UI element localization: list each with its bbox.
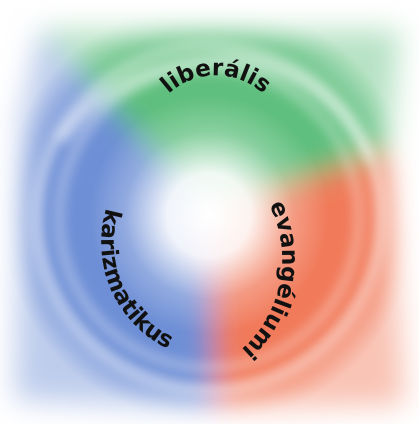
three-way-circle-diagram: liberális evangéliumi karizmatikus <box>0 0 419 424</box>
edge-fade <box>0 0 419 424</box>
